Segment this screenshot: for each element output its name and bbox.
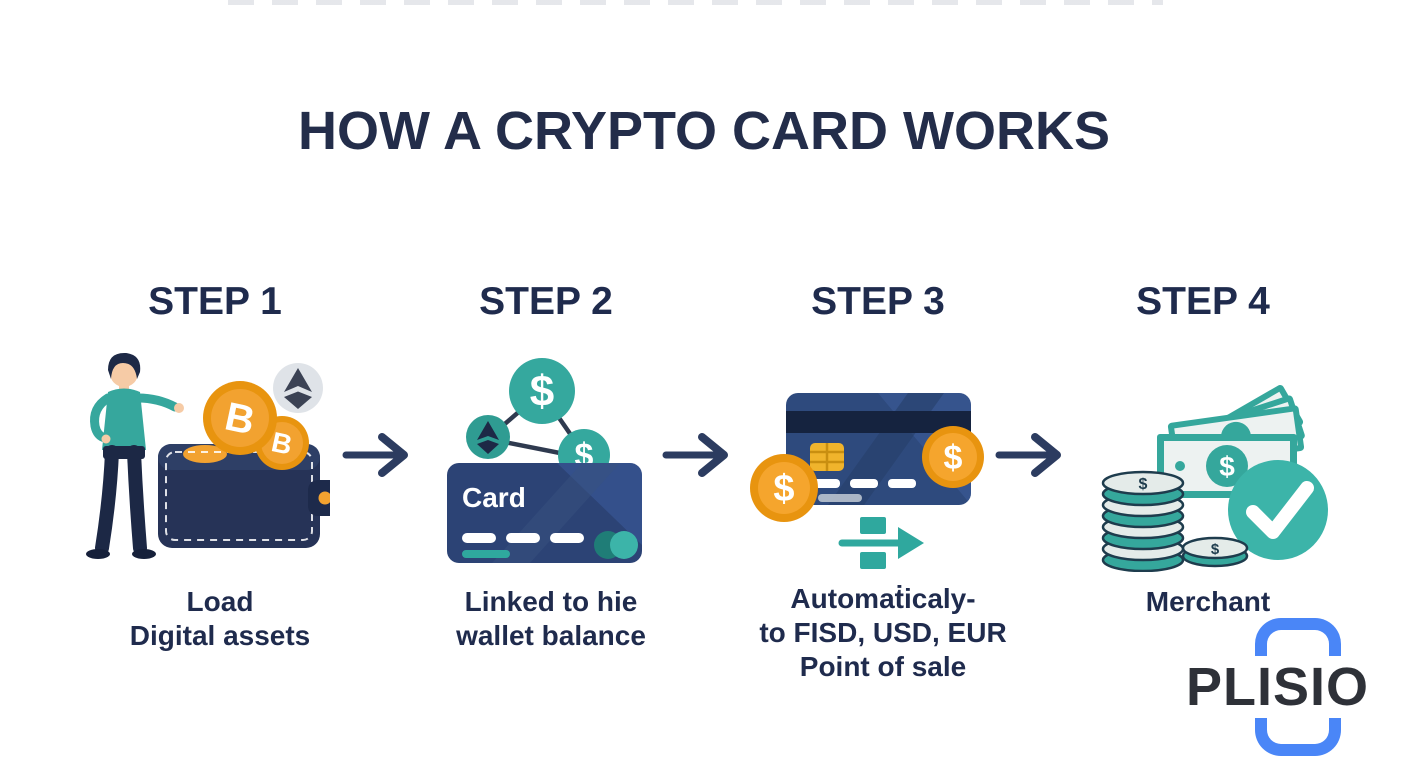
step-1-label: STEP 1 xyxy=(148,280,282,323)
step-1-illustration: B B xyxy=(86,352,330,559)
transfer-arrow-icon xyxy=(838,517,924,569)
step-2-illustration: $ $ Card xyxy=(447,358,642,563)
coin-stack-small-icon: $ xyxy=(1181,536,1249,568)
arrow-step3-to-step4-icon xyxy=(995,433,1061,477)
svg-text:$: $ xyxy=(773,468,794,510)
step-3-caption: Automaṫicaly- to FISD, USD, EUR Point of… xyxy=(728,582,1038,684)
dollar-node-icon: $ xyxy=(509,358,575,424)
wallet-icon xyxy=(158,444,330,548)
caption-line: to FISD, USD, EUR xyxy=(759,617,1007,648)
arrow-step2-to-step3-icon xyxy=(662,433,728,477)
step-3-label: STEP 3 xyxy=(811,280,945,323)
step-2-caption: Linked to hie wallet balance xyxy=(396,585,706,653)
emv-chip-icon xyxy=(810,443,844,471)
step-4-label: STEP 4 xyxy=(1136,280,1270,323)
person-hair xyxy=(108,352,141,379)
person-figure xyxy=(86,352,184,559)
caption-line: wallet balance xyxy=(456,620,646,651)
caption-line: Automaṫicaly- xyxy=(790,583,976,614)
caption-line: Digital assets xyxy=(129,620,311,651)
coin-stack-icon: $ xyxy=(1101,470,1185,572)
plisio-logo: PLISIO xyxy=(1170,612,1385,762)
step-1-caption: Load Digital assets xyxy=(65,585,375,653)
caption-line: Merchant xyxy=(1145,586,1271,617)
ethereum-coin-icon xyxy=(273,363,323,413)
plisio-bracket-bottom-icon xyxy=(1255,718,1341,756)
cropped-top-text-artifact xyxy=(228,0,1163,5)
bitcoin-coin-icon: B xyxy=(203,381,277,455)
banknotes-fan-icon: $ xyxy=(1157,385,1305,498)
dollar-coin-right-icon: $ xyxy=(922,426,984,488)
ethereum-node-icon xyxy=(466,415,510,459)
dollar-coin-left-icon: $ xyxy=(750,454,818,522)
svg-text:$: $ xyxy=(1219,451,1235,482)
svg-text:$: $ xyxy=(1139,476,1148,493)
step-2-label: STEP 2 xyxy=(479,280,613,323)
svg-text:$: $ xyxy=(1211,541,1220,558)
bank-card-icon: Card xyxy=(447,463,642,563)
step-4-illustration: $ $ $ xyxy=(1101,385,1328,572)
step-4-caption: Merchant xyxy=(1053,585,1363,619)
card-label: Card xyxy=(462,482,526,513)
caption-line: Point of sale xyxy=(799,651,967,682)
plisio-logo-text: PLISIO xyxy=(1170,656,1385,718)
arrow-step1-to-step2-icon xyxy=(342,433,408,477)
page-title: HOW A CRYPTO CARD WORKS xyxy=(298,101,1110,161)
svg-text:$: $ xyxy=(944,439,963,477)
step-3-illustration: $ $ xyxy=(750,393,984,569)
caption-line: Load xyxy=(186,586,254,617)
caption-line: Linked to hie xyxy=(464,586,638,617)
svg-text:$: $ xyxy=(530,367,554,416)
person-shirt xyxy=(102,388,146,450)
plisio-bracket-top-icon xyxy=(1255,618,1341,656)
checkmark-circle-icon xyxy=(1228,460,1328,560)
magnetic-stripe xyxy=(786,411,971,433)
